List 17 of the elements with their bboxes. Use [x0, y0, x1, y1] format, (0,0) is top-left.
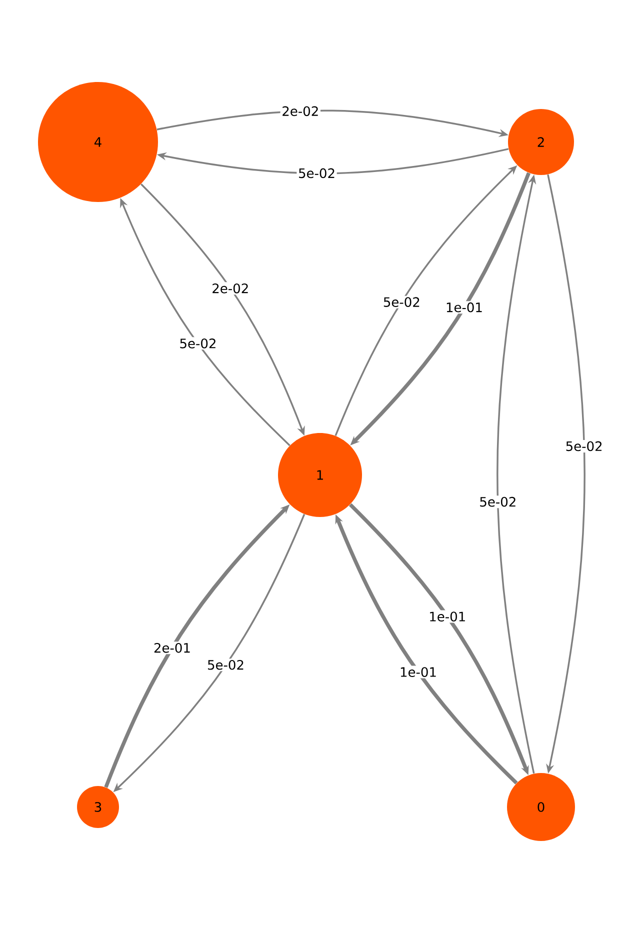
graph-node: 3 [77, 786, 119, 828]
edge-label: 1e-01 [444, 301, 484, 314]
edge-label: 2e-01 [152, 642, 192, 654]
edge-label: 5e-02 [296, 166, 337, 180]
edge-label: 5e-02 [206, 658, 246, 672]
graph-node: 0 [507, 773, 575, 841]
edge-label: 5e-02 [382, 296, 422, 308]
edge-label: 5e-02 [564, 440, 604, 452]
graph-node: 2 [508, 109, 574, 175]
graph-node: 4 [38, 82, 158, 202]
edge-label: 1e-01 [398, 666, 438, 678]
edge-label: 5e-02 [478, 496, 518, 508]
graph-node: 1 [278, 433, 362, 517]
edge-label: 1e-01 [427, 610, 468, 623]
edge-label: 2e-02 [280, 104, 320, 118]
edge-label: 2e-02 [210, 282, 250, 295]
edge-label: 5e-02 [178, 337, 218, 350]
